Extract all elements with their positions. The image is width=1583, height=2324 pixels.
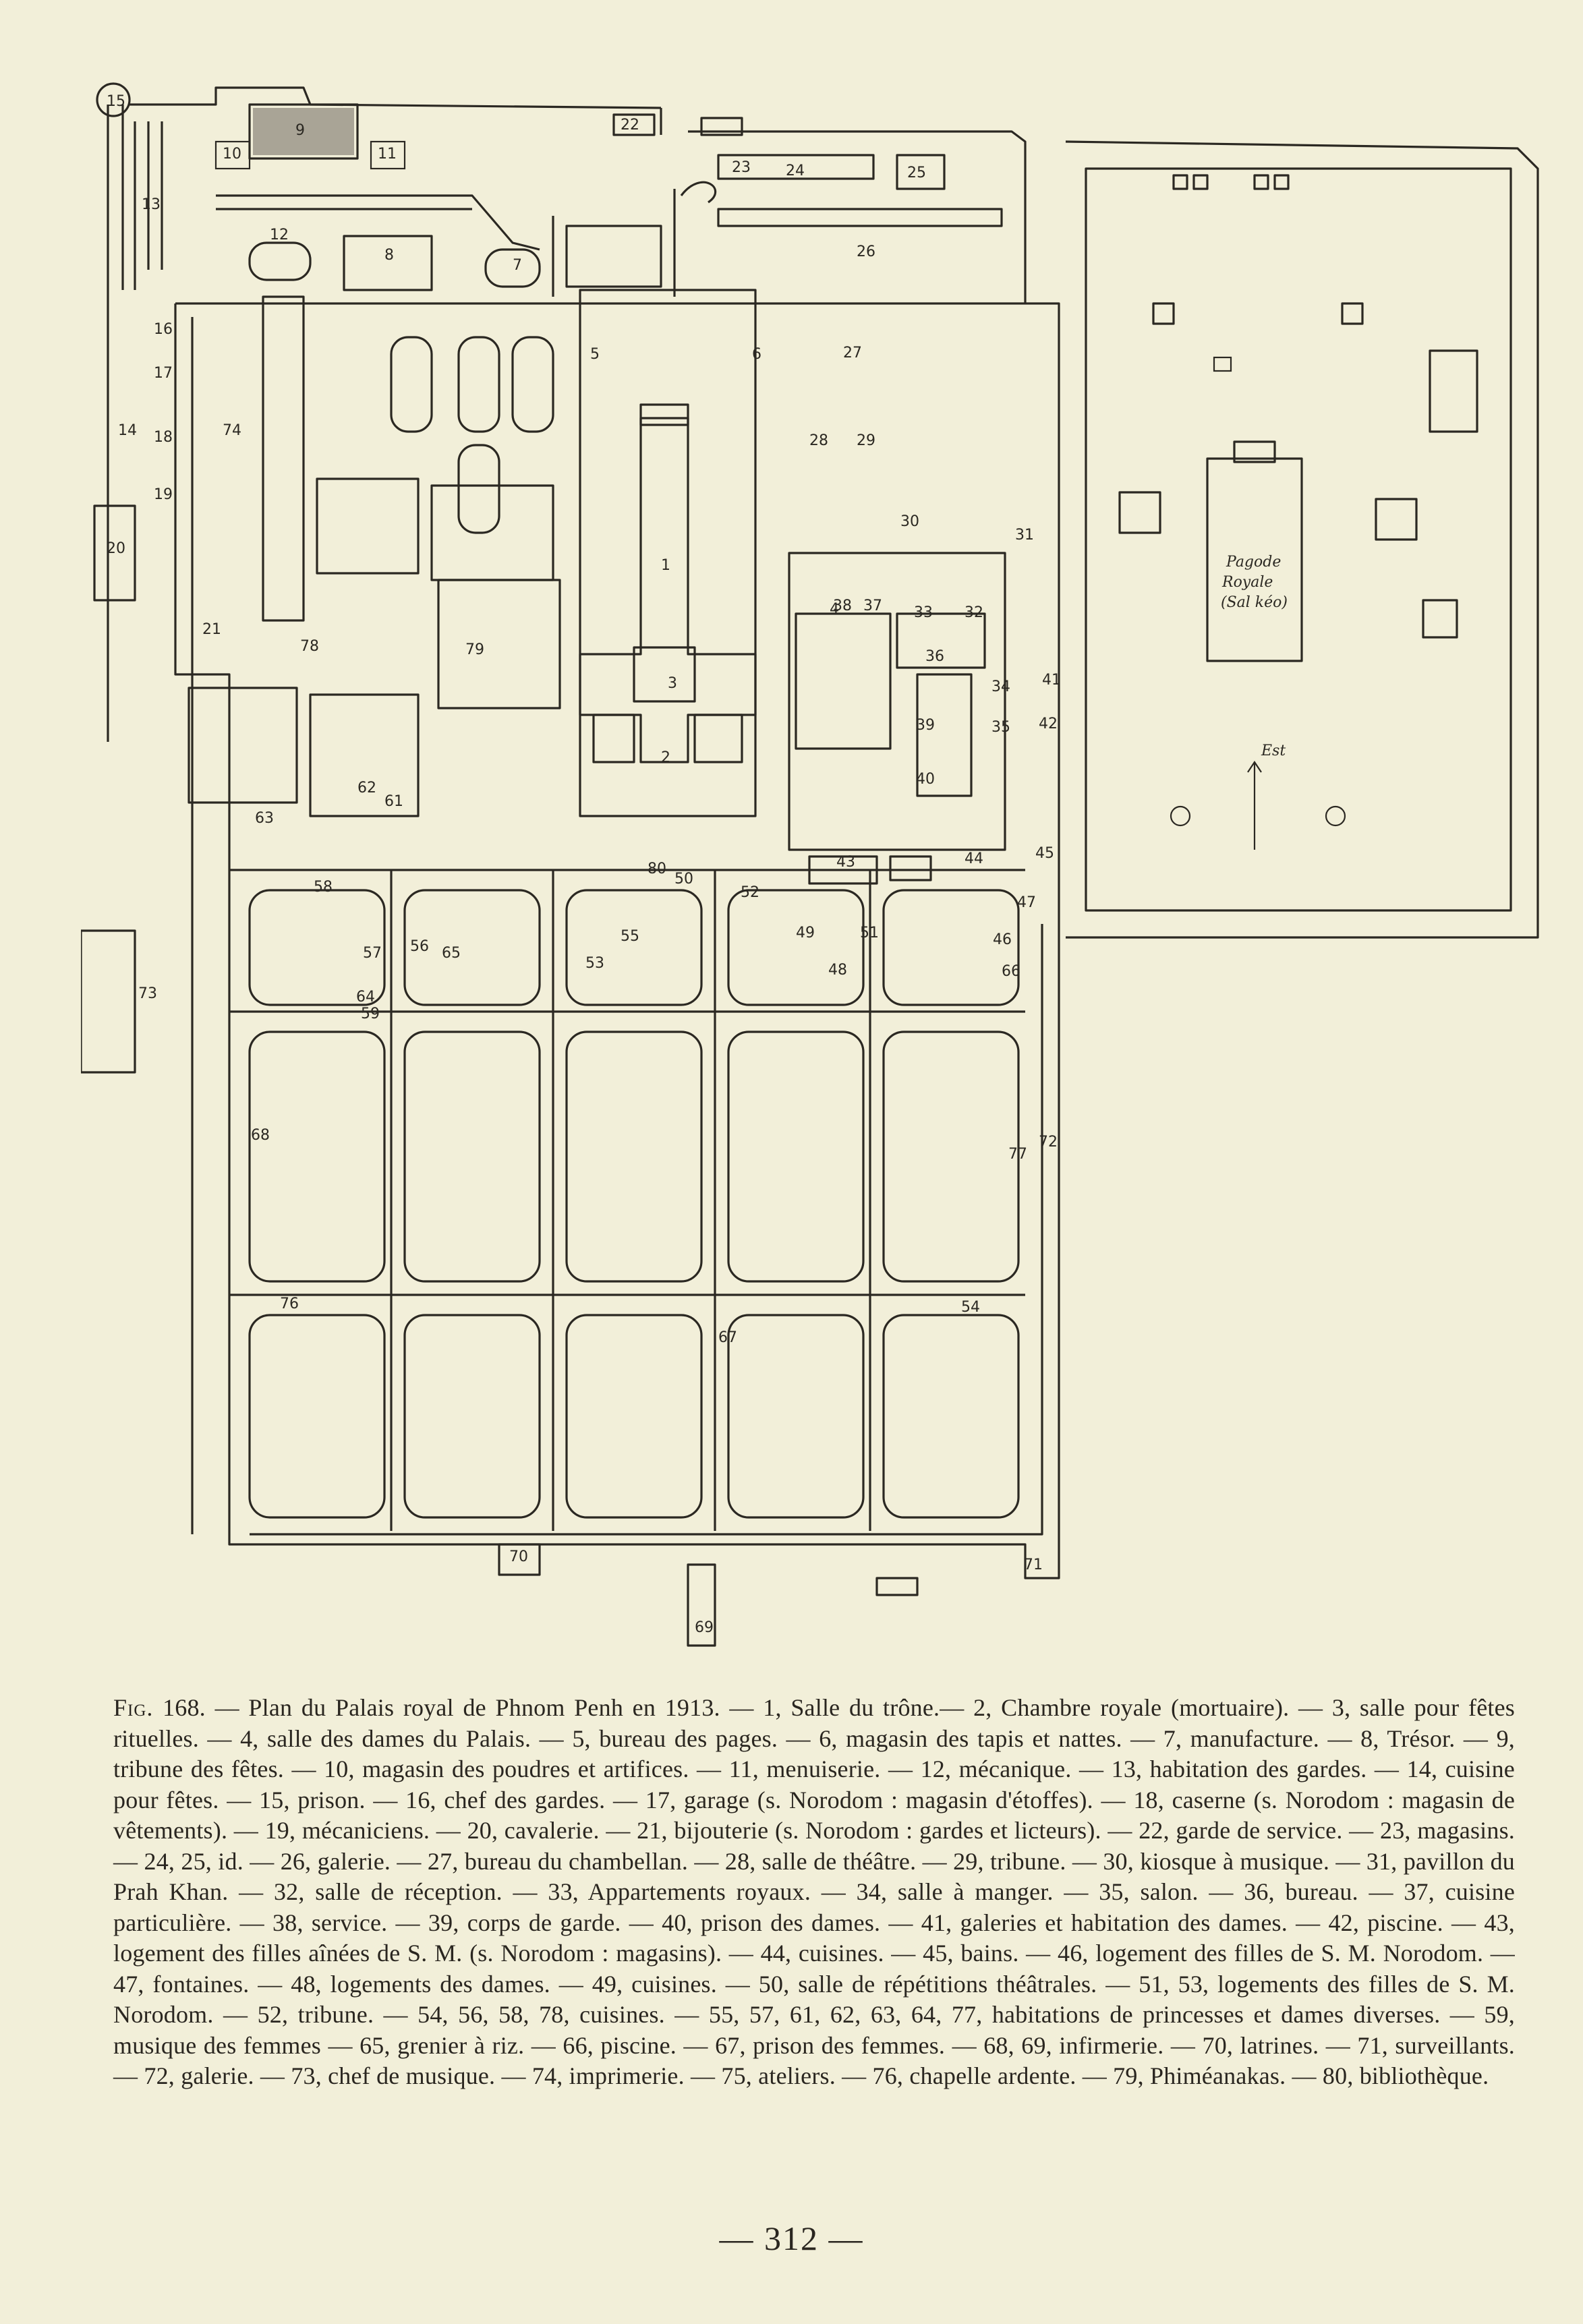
plan-label-25: 25 xyxy=(907,165,926,181)
plan-label-48: 48 xyxy=(828,962,847,979)
plan-label-43: 43 xyxy=(836,854,855,871)
north-row xyxy=(216,181,717,297)
plan-label-30: 30 xyxy=(900,513,919,530)
plan-label-68: 68 xyxy=(251,1127,270,1144)
plan-label-33: 33 xyxy=(914,604,933,621)
compass-arrow-icon xyxy=(1247,761,1262,850)
plan-label-11: 11 xyxy=(378,146,397,163)
plan-label-26: 26 xyxy=(857,243,875,260)
plan-label-46: 46 xyxy=(993,931,1012,948)
compass-label: Est xyxy=(1261,743,1286,759)
plan-label-80: 80 xyxy=(647,861,666,877)
northwest-wall xyxy=(96,82,662,742)
plan-label-22: 22 xyxy=(621,117,639,134)
figure-caption: Fig. 168. — Plan du Palais royal de Phno… xyxy=(113,1693,1515,2092)
plan-label-15: 15 xyxy=(107,93,125,110)
plan-label-37: 37 xyxy=(863,598,882,614)
plan-label-1: 1 xyxy=(661,557,670,574)
page-number: — 312 — xyxy=(719,2219,864,2257)
building-9 xyxy=(253,108,354,155)
pagoda-label-3: (Sal kéo) xyxy=(1221,594,1288,611)
plan-label-28: 28 xyxy=(809,432,828,449)
plan-label-74: 74 xyxy=(223,422,241,439)
plan-label-45: 45 xyxy=(1035,845,1054,862)
plan-label-64: 64 xyxy=(356,989,375,1006)
plan-label-36: 36 xyxy=(925,648,944,665)
plan-label-21: 21 xyxy=(202,621,221,638)
plan-label-24: 24 xyxy=(786,163,805,179)
plan-label-14: 14 xyxy=(118,422,137,439)
plan-label-56: 56 xyxy=(410,938,429,955)
plan-label-10: 10 xyxy=(223,146,241,163)
plan-label-19: 19 xyxy=(154,486,173,503)
plan-label-32: 32 xyxy=(965,604,983,621)
plan-label-35: 35 xyxy=(991,719,1010,736)
plan-label-12: 12 xyxy=(270,227,289,243)
plan-label-58: 58 xyxy=(314,879,333,896)
plan-label-65: 65 xyxy=(442,945,461,962)
plan-label-57: 57 xyxy=(363,945,382,962)
plan-label-53: 53 xyxy=(585,955,604,972)
plan-label-51: 51 xyxy=(860,925,879,941)
plan-label-29: 29 xyxy=(857,432,875,449)
pagoda-enclosure: Pagode Royale (Sal kéo) Est xyxy=(1065,140,1539,939)
plan-label-3: 3 xyxy=(668,675,677,692)
plan-label-76: 76 xyxy=(280,1296,299,1312)
plan-label-61: 61 xyxy=(384,793,403,810)
plan-label-63: 63 xyxy=(255,810,274,827)
pagoda-label-2: Royale xyxy=(1221,574,1273,591)
throne-hall-compound xyxy=(579,289,757,817)
plan-label-78: 78 xyxy=(300,638,319,655)
plan-label-54: 54 xyxy=(961,1299,980,1316)
plan-label-7: 7 xyxy=(513,257,522,274)
plan-label-9: 9 xyxy=(295,122,305,139)
plan-label-70: 70 xyxy=(509,1548,528,1565)
plan-label-55: 55 xyxy=(621,928,639,945)
plan-label-69: 69 xyxy=(695,1619,714,1636)
plan-label-72: 72 xyxy=(1039,1134,1058,1151)
plan-label-77: 77 xyxy=(1008,1146,1027,1163)
plan-label-66: 66 xyxy=(1002,963,1020,980)
plan-label-2: 2 xyxy=(661,749,670,766)
palace-plan: Pagode Royale (Sal kéo) Est xyxy=(80,67,1565,1659)
plan-label-44: 44 xyxy=(965,850,983,867)
plan-label-27: 27 xyxy=(843,345,862,361)
plan-label-16: 16 xyxy=(154,321,173,338)
plan-label-31: 31 xyxy=(1015,527,1034,544)
plan-label-5: 5 xyxy=(590,346,600,363)
plan-label-42: 42 xyxy=(1039,716,1058,732)
plan-label-18: 18 xyxy=(154,429,173,446)
royal-apartments xyxy=(788,552,1006,885)
plan-label-71: 71 xyxy=(1024,1557,1043,1573)
south-courts xyxy=(229,869,1025,1531)
plan-label-73: 73 xyxy=(138,985,157,1002)
figure-caption-text: — Plan du Palais royal de Phnom Penh en … xyxy=(113,1694,1515,2089)
palace-plan-drawing: Pagode Royale (Sal kéo) Est xyxy=(80,82,1539,1647)
figure-label: Fig. xyxy=(113,1694,154,1721)
plan-label-41: 41 xyxy=(1042,672,1061,689)
plan-label-67: 67 xyxy=(718,1329,737,1346)
plan-label-4: 4 xyxy=(830,601,839,618)
figure-number: 168. xyxy=(163,1694,206,1721)
plan-label-20: 20 xyxy=(107,540,125,557)
plan-label-52: 52 xyxy=(741,884,759,901)
plan-label-59: 59 xyxy=(361,1006,380,1022)
plan-label-8: 8 xyxy=(384,247,394,264)
plan-label-6: 6 xyxy=(752,346,761,363)
plan-label-49: 49 xyxy=(796,925,815,941)
plan-label-62: 62 xyxy=(357,780,376,796)
plan-label-47: 47 xyxy=(1017,894,1036,911)
plan-label-23: 23 xyxy=(732,159,751,176)
plan-label-13: 13 xyxy=(142,196,161,213)
plan-label-40: 40 xyxy=(916,771,935,788)
pagoda-label-1: Pagode xyxy=(1226,554,1281,571)
plan-label-39: 39 xyxy=(916,717,935,734)
plan-label-34: 34 xyxy=(991,678,1010,695)
plan-label-38: 38 xyxy=(833,598,852,614)
plan-label-79: 79 xyxy=(465,641,484,658)
plan-label-50: 50 xyxy=(674,871,693,888)
plan-label-17: 17 xyxy=(154,365,173,382)
